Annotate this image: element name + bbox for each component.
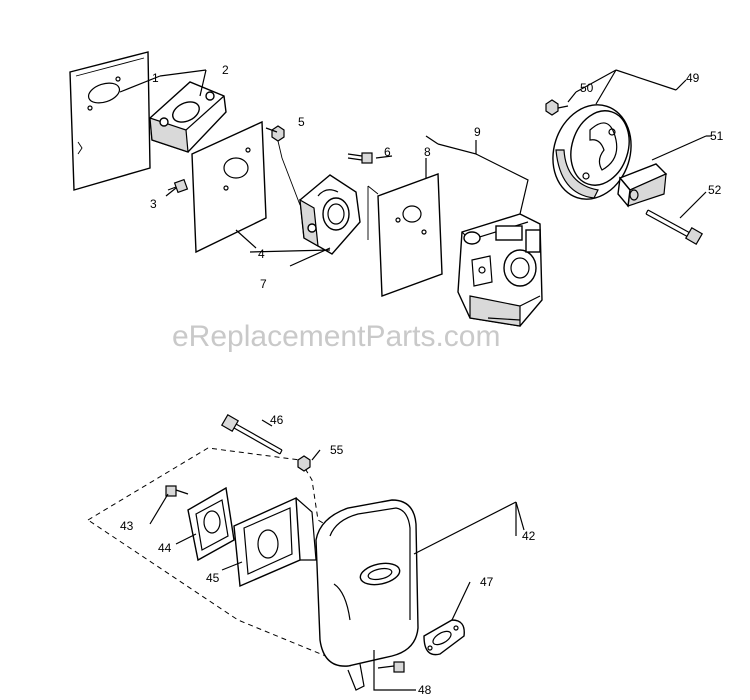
callout-46: 46 (270, 413, 284, 427)
callout-6: 6 (384, 145, 391, 159)
leader-lines-bottom (149, 419, 525, 691)
part-45-gasket (233, 496, 317, 588)
callout-7: 7 (260, 277, 267, 291)
part-7-manifold (299, 174, 361, 255)
leader-lines-right (567, 69, 712, 219)
part-43-screw (165, 485, 189, 497)
part-52-bolt (645, 209, 704, 246)
callout-47: 47 (480, 575, 494, 589)
callout-numbers: 1 2 3 4 5 6 7 8 9 49 50 51 52 46 55 42 4… (120, 63, 724, 697)
callout-50: 50 (580, 81, 594, 95)
watermark: eReplacementParts.com (172, 320, 500, 353)
callout-9: 9 (474, 125, 481, 139)
callout-44: 44 (158, 541, 172, 555)
part-47-gasket (423, 619, 465, 656)
callout-49: 49 (686, 71, 700, 85)
part-6-screw (347, 152, 373, 164)
callout-5: 5 (298, 115, 305, 129)
callout-48: 48 (418, 683, 432, 697)
callout-42: 42 (522, 529, 536, 543)
part-42-muffler (315, 499, 419, 691)
part-8-gasket (377, 173, 443, 297)
callout-8: 8 (424, 145, 431, 159)
part-46-bolt (220, 413, 283, 455)
part-44-plate (187, 486, 235, 562)
callout-52: 52 (708, 183, 722, 197)
part-5-nut (271, 125, 301, 206)
part-9-carburetor (457, 213, 543, 327)
part-48-screw (377, 661, 405, 673)
part-1-gasket (69, 51, 151, 191)
callout-4: 4 (258, 247, 265, 261)
part-4-gasket (191, 120, 267, 254)
part-49-cover (552, 104, 632, 200)
part-2-insulator (149, 81, 227, 153)
part-50-screw (545, 99, 569, 116)
callout-51: 51 (710, 129, 724, 143)
callout-45: 45 (206, 571, 220, 585)
leader-lines-top (119, 69, 529, 267)
callout-43: 43 (120, 519, 134, 533)
callout-55: 55 (330, 443, 344, 457)
callout-2: 2 (222, 63, 229, 77)
part-55-nut (297, 455, 311, 472)
callout-1: 1 (152, 71, 159, 85)
part-51-bracket (617, 163, 668, 208)
part-3-screw (167, 178, 189, 194)
callout-3: 3 (150, 197, 157, 211)
